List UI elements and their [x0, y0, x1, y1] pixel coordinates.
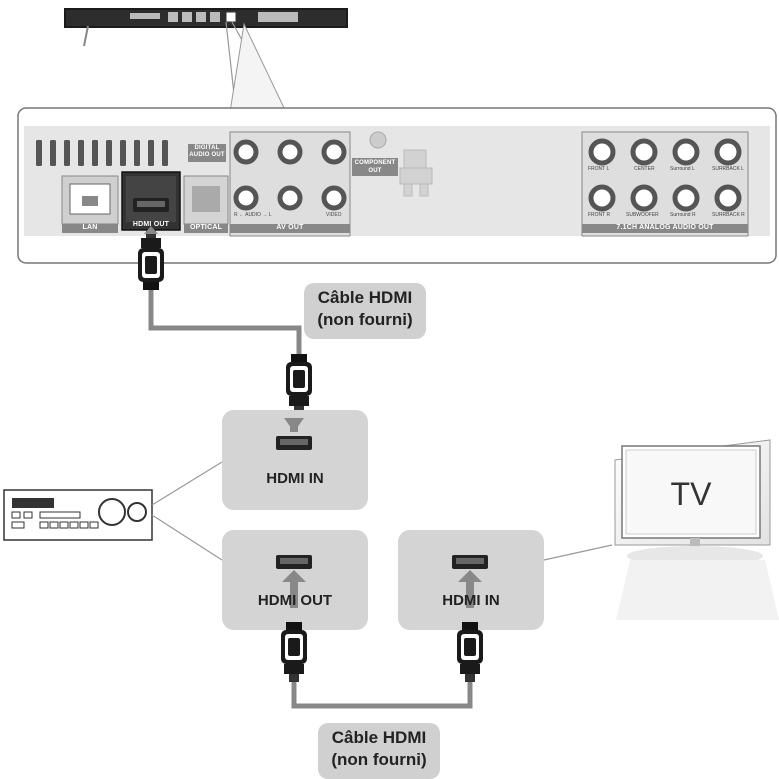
component-out-label: COMPONENT OUT	[354, 160, 396, 174]
hdmi-cable-note-top: Câble HDMI (non fourni)	[304, 283, 426, 339]
audio-row-label: R ← AUDIO → L	[234, 212, 272, 218]
center-label: CENTER	[634, 166, 655, 172]
player-rear-thumbnail	[64, 8, 348, 47]
television	[614, 439, 779, 620]
player-rear-panel	[17, 107, 777, 264]
tv-hdmi-in-label: HDMI IN	[442, 592, 500, 609]
front-r-label: FRONT R	[588, 212, 611, 218]
subwoofer-label: SUBWOOFER	[626, 212, 659, 218]
receiver-hdmi-in-label: HDMI IN	[266, 470, 324, 487]
digital-audio-out-label: DIGITAL AUDIO OUT	[189, 145, 225, 158]
receiver-hdmi-out-label: HDMI OUT	[257, 592, 333, 609]
surround-r-label: Surround R	[670, 212, 696, 218]
cable-note-line1: Câble HDMI	[331, 728, 427, 747]
av-out-label: AV OUT	[276, 224, 304, 231]
cable-note-line2: (non fourni)	[317, 310, 413, 329]
optical-label: OPTICAL	[189, 224, 223, 231]
surround-l-label: Surround L	[670, 166, 695, 172]
analog-audio-out-label: 7.1CH ANALOG AUDIO OUT	[616, 224, 714, 231]
cable-note-line2: (non fourni)	[331, 750, 427, 769]
video-label: VIDEO	[326, 212, 342, 218]
cable-note-line1: Câble HDMI	[317, 288, 413, 307]
surrback-l-label: SURRBACK L	[712, 166, 744, 172]
hdmi-out-label: HDMI OUT	[132, 221, 170, 228]
surrback-r-label: SURRBACK R	[712, 212, 745, 218]
tv-label: TV	[670, 476, 712, 512]
hdmi-cable-note-bottom: Câble HDMI (non fourni)	[318, 723, 440, 779]
front-l-label: FRONT L	[588, 166, 610, 172]
av-receiver	[3, 489, 153, 541]
lan-label: LAN	[82, 224, 98, 231]
